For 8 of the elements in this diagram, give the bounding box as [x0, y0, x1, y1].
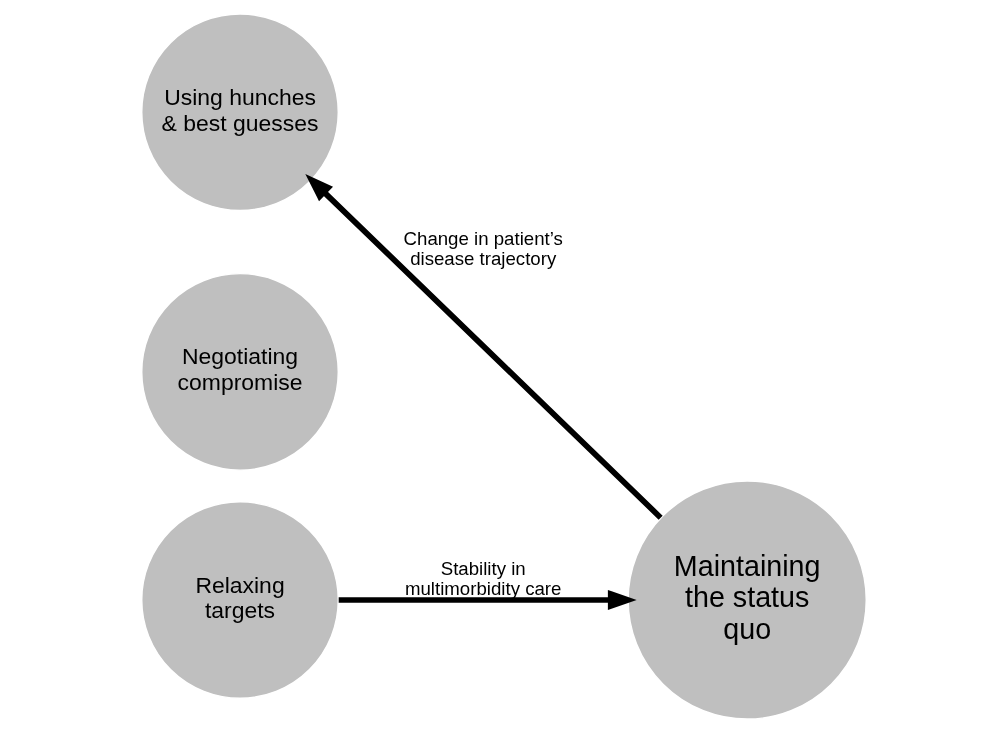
edge-label: Stability in multimorbidity care: [404, 557, 562, 599]
node-circle: Negotiating compromise: [141, 272, 339, 471]
edge-label: Change in patient’s disease trajectory: [403, 227, 563, 269]
arrow: [305, 174, 663, 520]
node-circle: Using hunches & best guesses: [141, 13, 339, 212]
node-circle: Maintaining the status quo: [627, 480, 867, 720]
arrow: [338, 589, 637, 611]
node-circle: Relaxing targets: [141, 501, 339, 699]
